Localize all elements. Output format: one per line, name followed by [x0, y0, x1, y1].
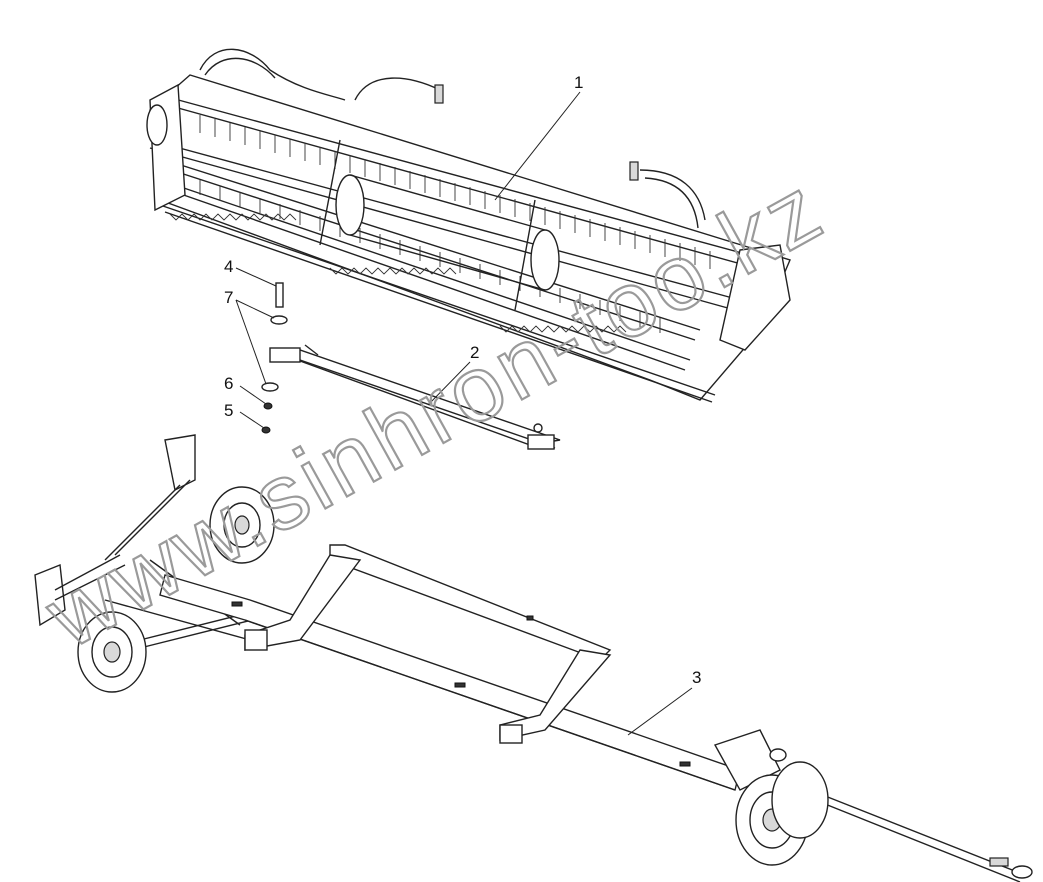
bolt-part-4 — [275, 282, 284, 308]
leader-lines — [235, 91, 693, 736]
callout-6: 6 — [224, 374, 233, 393]
cross-rod-assembly — [269, 344, 561, 450]
washer-part-7-upper — [270, 315, 288, 325]
callout-7: 7 — [224, 288, 233, 307]
callout-3: 3 — [692, 668, 701, 687]
nut-part-5 — [261, 426, 271, 434]
fastener-set — [261, 282, 288, 434]
nut-part-6 — [263, 402, 273, 410]
callout-1: 1 — [574, 73, 583, 92]
callout-labels: 1 2 3 4 5 6 7 — [224, 73, 701, 687]
callout-5: 5 — [224, 401, 233, 420]
washer-part-7-lower — [261, 382, 279, 392]
transport-trailer — [34, 434, 1033, 882]
callout-4: 4 — [224, 257, 233, 276]
callout-2: 2 — [470, 343, 479, 362]
header-assembly — [146, 48, 791, 403]
